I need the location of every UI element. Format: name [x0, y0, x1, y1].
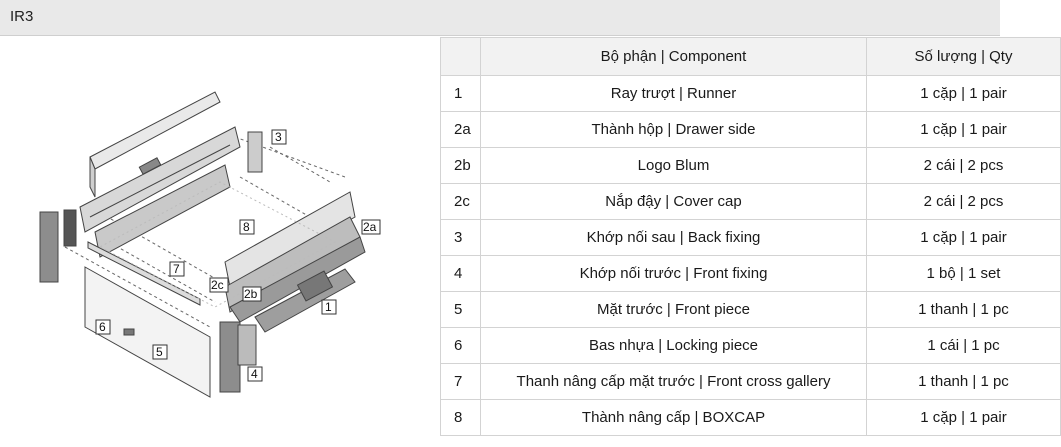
- callout-2a: 2a: [361, 219, 381, 235]
- exploded-drawer-diagram: 3 8 2a 7 2c 2b: [0, 37, 440, 442]
- section-title: IR3: [10, 8, 34, 25]
- components-table: Bộ phận | Component Số lượng | Qty 1 Ray…: [440, 37, 1061, 436]
- callout-6: 6: [95, 319, 111, 335]
- components-table-container: Bộ phận | Component Số lượng | Qty 1 Ray…: [440, 37, 1061, 442]
- row-component: Khớp nối sau | Back fixing: [480, 219, 867, 256]
- row-component: Thành hộp | Drawer side: [480, 111, 867, 148]
- callout-5: 5: [152, 344, 168, 360]
- row-quantity: 1 cặp | 1 pair: [866, 111, 1061, 148]
- row-component: Mặt trước | Front piece: [480, 291, 867, 328]
- row-number: 5: [440, 291, 481, 328]
- row-component: Nắp đậy | Cover cap: [480, 183, 867, 220]
- row-component: Ray trượt | Runner: [480, 75, 867, 112]
- callout-3: 3: [271, 129, 287, 145]
- row-quantity: 1 cặp | 1 pair: [866, 399, 1061, 436]
- row-component: Khớp nối trước | Front fixing: [480, 255, 867, 292]
- row-number: 1: [440, 75, 481, 112]
- callout-2c: 2c: [209, 277, 229, 293]
- table-row: 2a Thành hộp | Drawer side 1 cặp | 1 pai…: [440, 111, 1061, 148]
- row-component: Logo Blum: [480, 147, 867, 184]
- svg-text:3: 3: [275, 130, 282, 144]
- svg-text:2b: 2b: [244, 287, 258, 301]
- header-component: Bộ phận | Component: [480, 37, 867, 76]
- row-component: Bas nhựa | Locking piece: [480, 327, 867, 364]
- table-row: 6 Bas nhựa | Locking piece 1 cái | 1 pc: [440, 327, 1061, 364]
- callout-4: 4: [247, 366, 263, 382]
- row-quantity: 1 cặp | 1 pair: [866, 219, 1061, 256]
- row-number: 2c: [440, 183, 481, 220]
- row-quantity: 1 bộ | 1 set: [866, 255, 1061, 292]
- svg-text:6: 6: [99, 320, 106, 334]
- table-row: 2c Nắp đậy | Cover cap 2 cái | 2 pcs: [440, 183, 1061, 220]
- callout-1: 1: [321, 299, 337, 315]
- row-component: Thanh nâng cấp mặt trước | Front cross g…: [480, 363, 867, 400]
- row-quantity: 1 thanh | 1 pc: [866, 291, 1061, 328]
- row-component: Thành nâng cấp | BOXCAP: [480, 399, 867, 436]
- row-quantity: 2 cái | 2 pcs: [866, 147, 1061, 184]
- svg-text:7: 7: [173, 262, 180, 276]
- svg-text:4: 4: [251, 367, 258, 381]
- row-number: 8: [440, 399, 481, 436]
- svg-text:8: 8: [243, 220, 250, 234]
- header-quantity: Số lượng | Qty: [866, 37, 1061, 76]
- row-number: 2a: [440, 111, 481, 148]
- callout-8: 8: [239, 219, 255, 235]
- row-quantity: 1 cái | 1 pc: [866, 327, 1061, 364]
- table-row: 7 Thanh nâng cấp mặt trước | Front cross…: [440, 363, 1061, 400]
- row-quantity: 1 cặp | 1 pair: [866, 75, 1061, 112]
- row-number: 6: [440, 327, 481, 364]
- table-row: 8 Thành nâng cấp | BOXCAP 1 cặp | 1 pair: [440, 399, 1061, 436]
- drawer-assembly-illustration: 3 8 2a 7 2c 2b: [39, 91, 381, 398]
- callout-2b: 2b: [242, 286, 262, 302]
- svg-text:2c: 2c: [211, 278, 224, 292]
- svg-text:1: 1: [325, 300, 332, 314]
- table-header-row: Bộ phận | Component Số lượng | Qty: [440, 37, 1061, 76]
- section-header: IR3: [0, 0, 1000, 36]
- table-row: 2b Logo Blum 2 cái | 2 pcs: [440, 147, 1061, 184]
- callout-7: 7: [169, 261, 185, 277]
- row-number: 3: [440, 219, 481, 256]
- row-quantity: 2 cái | 2 pcs: [866, 183, 1061, 220]
- svg-text:5: 5: [156, 345, 163, 359]
- table-row: 5 Mặt trước | Front piece 1 thanh | 1 pc: [440, 291, 1061, 328]
- row-quantity: 1 thanh | 1 pc: [866, 363, 1061, 400]
- table-row: 4 Khớp nối trước | Front fixing 1 bộ | 1…: [440, 255, 1061, 292]
- row-number: 2b: [440, 147, 481, 184]
- row-number: 4: [440, 255, 481, 292]
- svg-text:2a: 2a: [363, 220, 377, 234]
- row-number: 7: [440, 363, 481, 400]
- table-row: 3 Khớp nối sau | Back fixing 1 cặp | 1 p…: [440, 219, 1061, 256]
- table-row: 1 Ray trượt | Runner 1 cặp | 1 pair: [440, 75, 1061, 112]
- header-number: [440, 37, 481, 76]
